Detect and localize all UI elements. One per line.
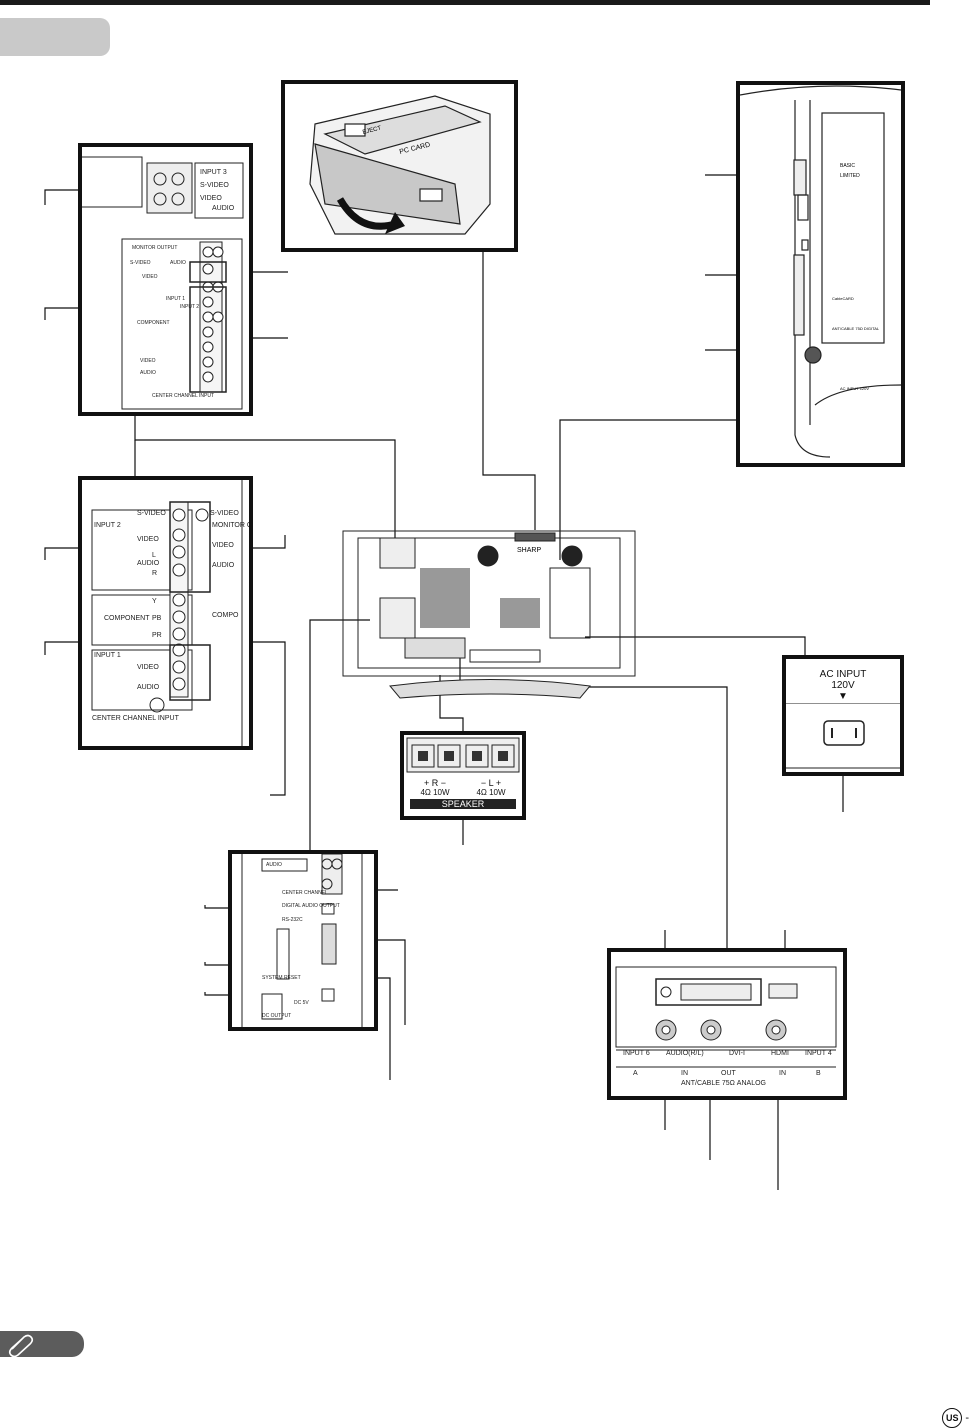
rear-terminal-closeup-top: INPUT 3 S-VIDEO VIDEO AUDIO MONITOR OUTP… [78,143,253,416]
ml-r: R [152,570,158,577]
lm-rs232c: RS-232C [282,917,303,923]
ml-y: Y [152,598,157,605]
side-label-ant: ANT/CABLE 75Ω DIGITAL [832,326,880,331]
rear-terminal-closeup-lower: AUDIO CENTER CHANNEL RS-232C DIGITAL AUD… [228,850,378,1031]
tl-audio-2: AUDIO [140,370,156,376]
lower-mid-illustration [241,854,363,1027]
ml-r-audio: AUDIO [212,562,235,569]
side-label-ac: AC INPUT 120V [840,386,869,391]
ml-r-monitor-out: MONITOR OUT [212,522,253,529]
ac-input-voltage: 120V [831,680,855,691]
speaker-l-spec: 4Ω 10W [476,788,506,797]
term-in: IN [681,1070,688,1077]
term-footer: ANT/CABLE 75Ω ANALOG [681,1080,766,1087]
rear-terminal-closeup-mid: INPUT 2 S-VIDEO VIDEO AUDIO L R COMPONEN… [78,476,253,750]
lm-system-reset: SYSTEM RESET [262,975,301,981]
pc-eject-label: EJECT [362,125,382,135]
speaker-terminal-panel: + R − 4Ω 10W − L + 4Ω 10W SPEAKER [400,731,526,820]
lm-audio: AUDIO [266,862,282,868]
region-badge: US [942,1408,963,1428]
side-panel-illustration: BASIC LIMITED CableCARD ANT/CABLE 75Ω DI… [740,85,901,458]
top-rule [0,0,930,5]
tl-input1: INPUT 1 [166,296,186,302]
tv-brand: SHARP [517,547,541,554]
ac-socket-illustration [786,703,900,769]
ml-component: COMPONENT [104,615,150,622]
tl-svideo: S-VIDEO [200,182,229,189]
term-in-2: IN [779,1070,786,1077]
ml-pb: PB [152,615,162,622]
pc-card-illustration: EJECT PC CARD [309,95,491,235]
mid-left-illustration [91,480,243,746]
side-label-limited: LIMITED [840,173,860,179]
section-tab [0,18,110,56]
tl-video-2: VIDEO [140,358,156,364]
paperclip-icon [8,1334,34,1358]
ml-input2: INPUT 2 [94,522,121,529]
term-input4: INPUT 4 [805,1050,832,1057]
ml-video: VIDEO [137,536,159,543]
note-tab [0,1331,84,1358]
lm-dc5v: DC 5V [294,1000,309,1006]
tl-video: VIDEO [200,195,222,202]
tl-component: COMPONENT [137,320,170,326]
tl-audio: AUDIO [212,205,235,212]
ml-input1: INPUT 1 [94,652,121,659]
term-b: B [816,1070,821,1077]
side-label-cablecard: CableCARD [832,296,854,301]
tl-mo-audio: AUDIO [170,260,186,266]
top-left-illustration [82,156,244,410]
term-a: A [633,1070,638,1077]
tl-monitor-output: MONITOR OUTPUT [132,245,178,251]
ac-input-title: AC INPUT [819,669,867,680]
speaker-l-polarity: − L + [480,778,502,788]
ml-r-video: VIDEO [212,542,234,549]
page-footer: US - [942,1408,969,1428]
tl-mo-svideo: S-VIDEO [130,260,151,266]
ml-r-compo: COMPO [212,612,239,619]
tl-input3: INPUT 3 [200,169,227,176]
term-dvi: DVI-I [729,1050,745,1057]
footer-dash: - [965,1412,969,1424]
ml-video-2: VIDEO [137,664,159,671]
ac-input-panel: AC INPUT 120V ▼ [782,655,904,776]
ml-r-svideo: S-VIDEO [210,510,239,517]
input-terminal-panel: INPUT 6 AUDIO(R/L) DVI-I HDMI INPUT 4 A … [607,948,847,1100]
term-out: OUT [721,1070,736,1077]
lm-center-channel: CENTER CHANNEL [282,890,328,896]
lm-dc-output: DC OUTPUT [262,1013,292,1019]
lm-digital-audio: DIGITAL AUDIO OUTPUT [282,903,340,909]
ml-audio: AUDIO [137,560,160,567]
speaker-terminals-illustration [406,737,520,773]
speaker-r-spec: 4Ω 10W [420,788,450,797]
ml-center-channel: CENTER CHANNEL INPUT [92,715,179,722]
ml-l: L [152,552,156,559]
ml-audio-2: AUDIO [137,684,160,691]
term-audio: AUDIO(R/L) [666,1050,704,1057]
terminal-illustration [615,966,837,1068]
term-hdmi: HDMI [771,1050,789,1057]
tv-rear-view: SHARP [342,530,636,699]
ml-pr: PR [152,632,162,639]
down-arrow-icon: ▼ [838,691,848,702]
tl-center-channel: CENTER CHANNEL INPUT [152,393,215,399]
side-terminal-panel: BASIC LIMITED CableCARD ANT/CABLE 75Ω DI… [736,81,905,467]
speaker-r-polarity: + R − [423,778,446,788]
tl-input2: INPUT 2 [180,304,200,310]
pc-card-slot-panel: EJECT PC CARD [281,80,518,252]
speaker-caption: SPEAKER [410,799,516,809]
term-input6: INPUT 6 [623,1050,650,1057]
ml-svideo: S-VIDEO [137,510,166,517]
side-label-basic: BASIC [840,163,855,169]
tl-mo-video: VIDEO [142,274,158,280]
